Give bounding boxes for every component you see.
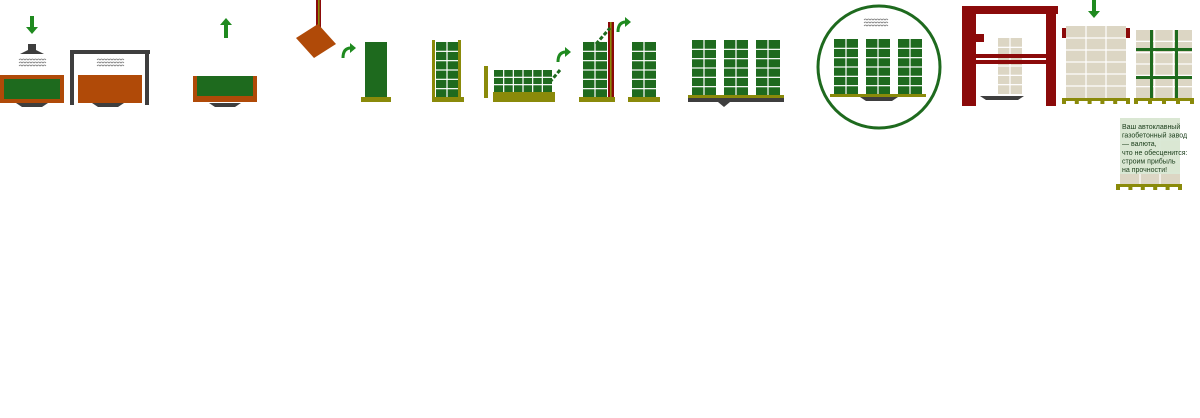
mold [78,75,142,103]
wave-lines-icon [96,58,125,67]
block-column [632,42,656,98]
base [579,97,615,102]
block-column [898,39,922,95]
base [432,97,464,102]
pallet-icon [1062,98,1130,104]
base [688,95,784,98]
step-lay [484,47,571,102]
banner-line: Ваш автоклавный [1122,123,1180,131]
crane-top [962,6,1058,14]
curved-arrow-icon [556,47,571,63]
base [628,97,660,102]
step-separate [432,40,464,102]
strap [1175,30,1178,98]
step-tilt [296,0,391,102]
banner-line: на прочности! [1122,167,1167,174]
tray [209,103,241,107]
block-column [724,40,748,96]
base [361,97,391,102]
clamp-bar-2 [976,60,1046,64]
mass [197,76,253,96]
strap [1136,76,1192,79]
step-unload [962,6,1058,106]
down-arrow-icon [1088,0,1100,18]
block-column [834,39,858,95]
upright-cake [365,42,387,97]
banner-line: строим прибыль [1122,157,1176,165]
banner-line: что не обесценится: [1122,149,1188,157]
step-lift [193,18,257,107]
step-strap [1134,30,1194,104]
block-column [583,42,607,98]
down-arrow-icon [26,16,38,34]
step-autoclave [816,4,942,130]
crane-right [1046,6,1056,106]
banner-card [1120,118,1180,174]
beige-stack [1136,30,1192,98]
block-column [756,40,780,96]
strap [1150,30,1153,98]
step-cart [688,40,784,107]
beige-stack [1066,26,1126,98]
press-head [20,44,44,54]
tray [860,97,898,101]
pallet-icon [1116,184,1182,190]
base [830,94,926,97]
clamp-bar [976,54,1046,58]
wave-lines-icon [863,18,889,27]
cart-wheel [718,102,730,107]
block-column [866,39,890,95]
step-cutting [0,16,64,107]
pallet-icon [1134,98,1194,104]
autoclave-circle [816,4,942,130]
step-frame [70,50,150,107]
step-rotate [579,17,660,102]
tilted-mold [296,24,336,58]
rotate-arrow-icon [341,43,356,59]
wave-lines-icon [18,58,47,67]
frame-right [145,50,149,105]
up-arrow-icon [220,18,232,38]
block-column [692,40,716,96]
horizontal-stack [494,70,552,92]
cart [688,98,784,102]
banner-line: — валюта, [1122,141,1157,148]
beige-column [998,38,1022,94]
strap [1136,48,1192,51]
frame-left [70,50,74,105]
base [493,92,555,102]
rotate-arrow-icon [616,17,631,33]
banner-line: газобетонный завод [1122,132,1187,140]
mass [4,79,60,99]
tray [980,96,1024,100]
frame-top [70,50,150,54]
tray [16,103,48,107]
step-pack [1062,0,1130,104]
block-column [436,42,458,98]
tray [92,103,124,107]
crane-left [962,6,976,106]
